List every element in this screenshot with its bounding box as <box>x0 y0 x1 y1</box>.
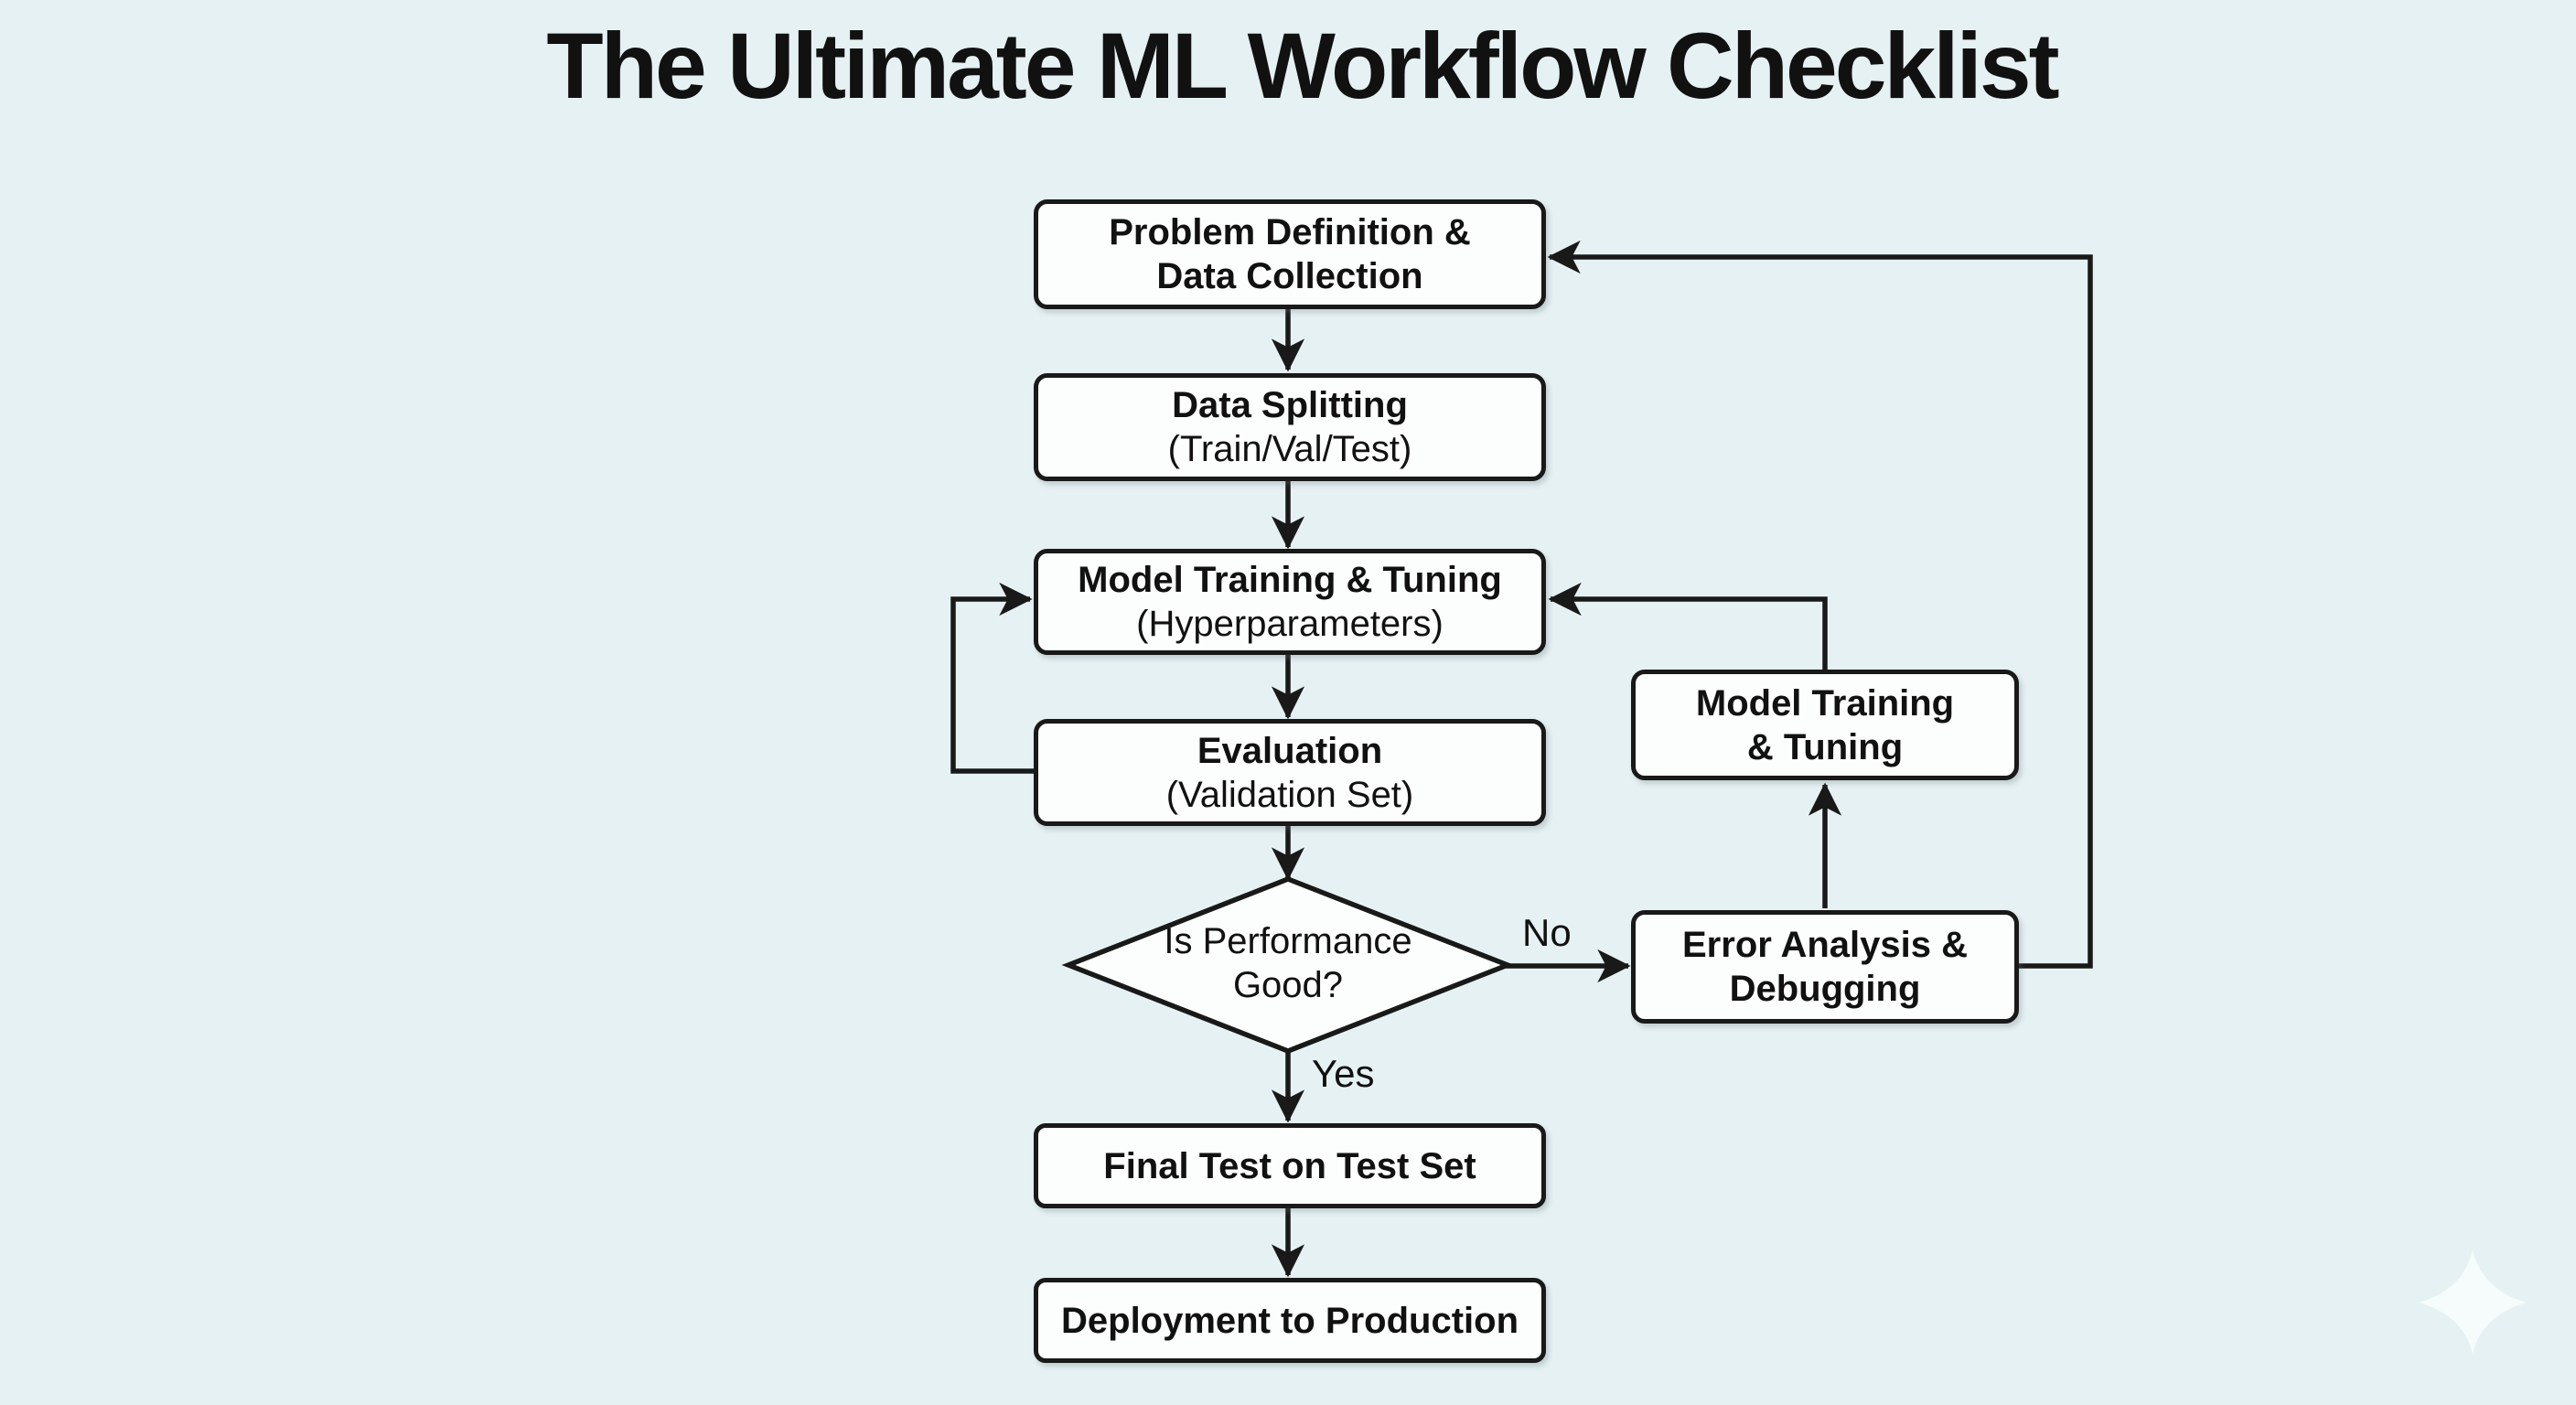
decision-line2: Good? <box>1232 965 1344 1005</box>
node-trainloop-line2: & Tuning <box>1746 726 1904 767</box>
node-train-line1: Model Training & Tuning <box>1078 560 1502 600</box>
node-problem-line1: Problem Definition & <box>1109 212 1471 252</box>
node-error-line1: Error Analysis & <box>1682 925 1968 965</box>
node-deployment: Deployment to Production <box>1034 1278 1546 1363</box>
node-decision-label: Is Performance Good? <box>1105 919 1471 1007</box>
decision-diamond-shape <box>1061 876 1515 1054</box>
edge-trainloop-to-train <box>1548 582 1828 670</box>
node-model-training-loop: Model Training & Tuning <box>1631 670 2019 780</box>
node-finaltest-line1: Final Test on Test Set <box>1103 1145 1476 1186</box>
node-problem-line2: Data Collection <box>1156 256 1423 296</box>
node-problem-definition: Problem Definition & Data Collection <box>1034 199 1546 309</box>
node-evaluation: Evaluation (Validation Set) <box>1034 719 1546 826</box>
node-final-test: Final Test on Test Set <box>1034 1123 1546 1208</box>
node-eval-line1: Evaluation <box>1197 730 1383 771</box>
node-error-line2: Debugging <box>1729 969 1921 1009</box>
node-split-line2: (Train/Val/Test) <box>1167 429 1412 469</box>
edge-error-to-problem <box>1547 240 2093 969</box>
edge-eval-loop-to-train <box>950 582 1034 774</box>
node-error-analysis: Error Analysis & Debugging <box>1631 910 2019 1024</box>
node-train-line2: (Hyperparameters) <box>1136 604 1444 644</box>
decision-line1: Is Performance <box>1164 921 1412 961</box>
page-title: The Ultimate ML Workflow Checklist <box>546 14 2059 118</box>
node-trainloop-line1: Model Training <box>1695 682 1955 724</box>
node-model-training: Model Training & Tuning (Hyperparameters… <box>1034 549 1546 655</box>
edge-label-yes: Yes <box>1312 1052 1375 1095</box>
node-eval-line2: (Validation Set) <box>1165 774 1414 815</box>
node-split-line1: Data Splitting <box>1172 385 1408 425</box>
node-data-splitting: Data Splitting (Train/Val/Test) <box>1034 373 1546 481</box>
node-deploy-line1: Deployment to Production <box>1061 1300 1519 1341</box>
edge-label-no: No <box>1522 911 1572 954</box>
sparkle-watermark-icon <box>2419 1249 2527 1354</box>
